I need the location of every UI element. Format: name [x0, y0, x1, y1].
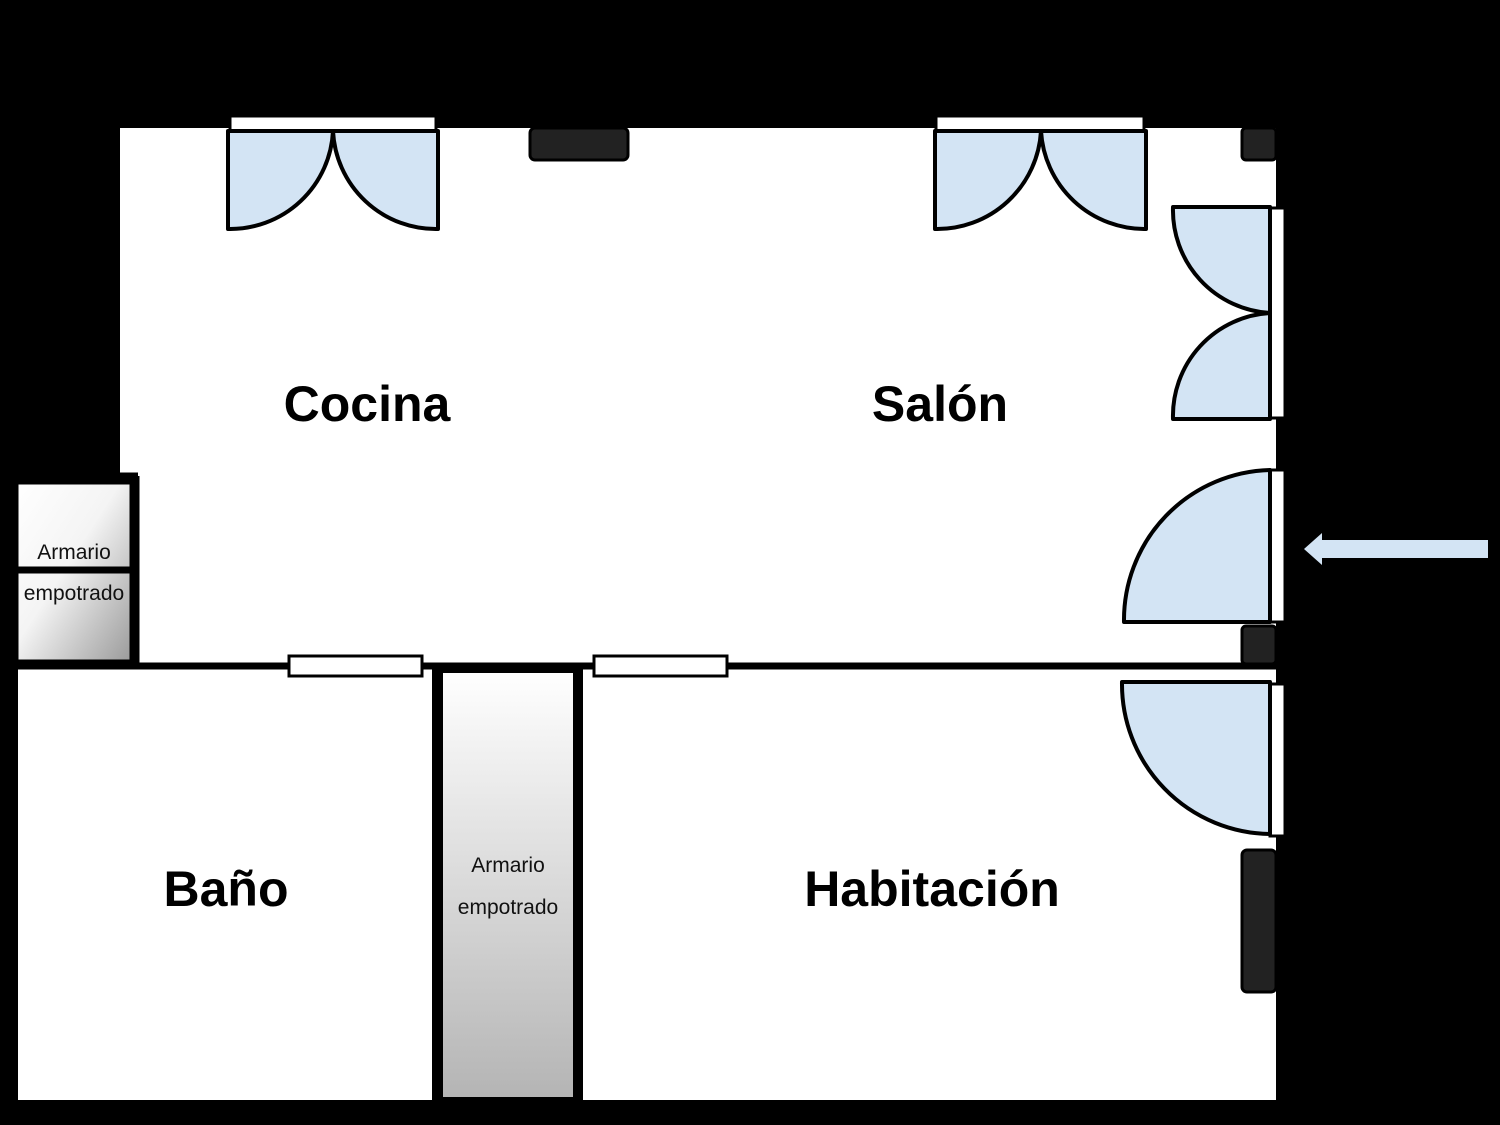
- sliding-door-bano: [287, 654, 424, 678]
- upper-floor-area: [120, 128, 1276, 666]
- room-label-cocina: Cocina: [284, 376, 452, 432]
- room-label-salon: Salón: [872, 376, 1008, 432]
- pillar-right-lower: [1240, 848, 1278, 994]
- closet-left-label-line2: empotrado: [24, 582, 124, 605]
- window-cocina-leaf-left: [226, 129, 335, 232]
- entrance-door: [1121, 468, 1287, 624]
- pillar-right-mid: [1240, 624, 1278, 666]
- window-habitacion: [1119, 680, 1287, 838]
- window-salon-leaf-right: [1039, 129, 1148, 232]
- window-habitacion-leaf: [1119, 680, 1272, 836]
- pillar-top-right: [1240, 126, 1278, 162]
- window-salon-right-leaf-top: [1170, 205, 1272, 315]
- entrance-door-leaf: [1121, 468, 1272, 624]
- window-salon-right-leaf-bottom: [1170, 311, 1272, 421]
- arrow-left-icon: [1304, 533, 1488, 565]
- window-salon-right: [1170, 205, 1287, 421]
- sliding-door-habitacion: [592, 654, 729, 678]
- window-cocina: [226, 114, 440, 232]
- closet-center-label-line1: Armario: [471, 854, 545, 877]
- room-label-habitacion: Habitación: [804, 861, 1060, 917]
- window-salon-right-sill: [1268, 206, 1287, 420]
- window-cocina-sill: [228, 114, 438, 133]
- entrance-door-frame: [1268, 468, 1287, 624]
- pillar-top: [528, 126, 630, 162]
- window-cocina-leaf-right: [331, 129, 440, 232]
- room-label-bano: Baño: [164, 861, 289, 917]
- window-salon-sill: [934, 114, 1146, 133]
- window-habitacion-sill: [1268, 682, 1287, 838]
- bano-floor: [18, 668, 432, 1100]
- closet-center: [437, 667, 579, 1103]
- window-salon: [933, 114, 1148, 232]
- closet-center-label-line2: empotrado: [458, 896, 558, 919]
- closet-left-label-line1: Armario: [37, 541, 111, 564]
- window-salon-leaf-left: [933, 129, 1043, 232]
